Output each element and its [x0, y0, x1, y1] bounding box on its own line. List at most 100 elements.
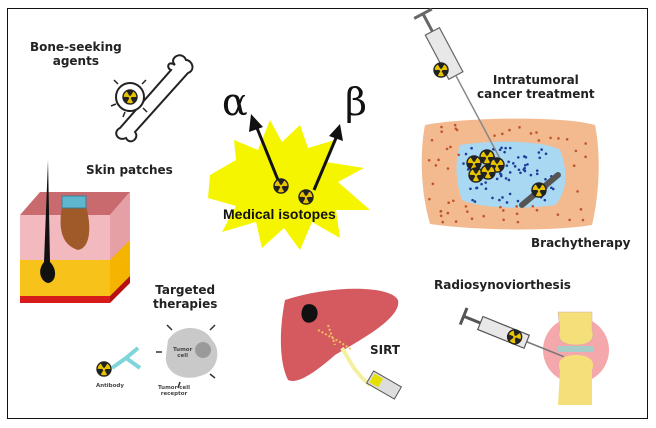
cell-dot [439, 210, 443, 213]
cell-dot [531, 204, 535, 208]
cell-dot [440, 125, 443, 129]
cell-dot [439, 214, 443, 218]
label-line: cell [177, 353, 189, 359]
cell-dot [437, 158, 440, 162]
cell-dot [516, 220, 520, 224]
cell-dot [452, 199, 455, 203]
cell-dot [504, 146, 507, 150]
cell-dot [517, 168, 521, 172]
label-antibody: Antibody [96, 383, 124, 389]
cell-dot [515, 205, 518, 208]
cell-dot [440, 130, 443, 134]
cell-dot [466, 210, 469, 213]
cell-dot [499, 205, 502, 209]
cell-dot [462, 162, 465, 165]
cell-dot [469, 187, 472, 191]
syringe-icon [458, 307, 565, 358]
cell-dot [447, 201, 450, 205]
cell-dot [482, 214, 486, 218]
cell-dot [491, 196, 494, 200]
cell-dot [522, 168, 526, 171]
cell-dot [537, 139, 541, 142]
cell-dot [516, 156, 520, 159]
cell-dot [471, 198, 474, 202]
cell-dot [454, 220, 458, 223]
cell-dot [493, 134, 496, 137]
cell-dot [516, 199, 520, 203]
cell-dot [449, 145, 452, 149]
cell-dot [501, 209, 505, 212]
label-line: cancer treatment [477, 87, 595, 101]
cell-dot [538, 156, 542, 160]
cell-dot [513, 165, 517, 168]
cell-dot [550, 186, 553, 190]
cell-dot [475, 186, 479, 190]
label-line: receptor [160, 391, 188, 397]
cell-dot [540, 148, 543, 151]
cell-dot [507, 178, 511, 182]
cell-dot [484, 181, 487, 184]
label-sirt: SIRT [370, 343, 400, 357]
cell-dot [508, 171, 512, 174]
cell-dot [434, 164, 438, 167]
label-line: agents [52, 54, 99, 68]
cell-dot [470, 146, 473, 150]
label-line: Bone-seeking [30, 40, 122, 54]
cell-dot [584, 155, 587, 159]
cell-dot [499, 172, 502, 175]
label-brachytherapy: Brachytherapy [531, 236, 631, 250]
radioactive-particle-icon [110, 79, 148, 118]
cell-dot [574, 149, 578, 153]
isotope-burst [208, 120, 370, 250]
cell-dot [484, 187, 488, 190]
cell-dot [581, 218, 585, 222]
cell-dot [495, 177, 499, 181]
cell-dot [508, 146, 512, 150]
cell-dot [565, 137, 569, 141]
cell-dot [543, 198, 547, 202]
cell-dot [551, 187, 555, 191]
cell-dot [446, 211, 450, 215]
label-skin-patches: Skin patches [86, 163, 173, 177]
cell-dot [503, 150, 506, 154]
cell-dot [529, 173, 533, 177]
cell-dot [504, 177, 508, 180]
cell-dot [568, 218, 571, 222]
cell-dot [535, 169, 539, 172]
label-line: Tumor [173, 347, 193, 353]
cell-dot [535, 131, 538, 134]
cell-dot [556, 213, 560, 216]
cell-dot [512, 162, 515, 165]
cell-dot [508, 192, 512, 196]
cell-dot [473, 200, 477, 203]
cell-dot [499, 174, 503, 178]
cell-dot [470, 217, 474, 221]
label-intratumoral: Intratumoral cancer treatment [477, 73, 595, 101]
tumor-cell-icon [156, 324, 218, 389]
cell-dot [498, 198, 501, 202]
label-bone-seeking: Bone-seeking agents [30, 40, 122, 68]
cell-dot [518, 126, 521, 129]
cell-dot [464, 152, 468, 156]
cell-dot [576, 190, 579, 193]
intratumoral-syringe-icon [413, 7, 504, 165]
label-line: Tumor cell [158, 385, 190, 391]
cell-dot [430, 138, 434, 142]
cell-dot [501, 196, 504, 199]
cell-dot [544, 152, 548, 156]
tissue-region [421, 118, 599, 230]
skin-block [20, 160, 130, 303]
cell-dot [466, 168, 470, 171]
alpha-arrow [249, 114, 280, 181]
label-radiosynoviorthesis: Radiosynoviorthesis [434, 278, 571, 292]
cell-dot [507, 160, 510, 164]
cell-dot [505, 201, 509, 204]
alpha-symbol: α [222, 80, 248, 124]
cell-dot [584, 142, 587, 145]
bone-icon [115, 54, 194, 143]
cell-dot [529, 132, 533, 135]
brachytherapy-seed-icon [519, 172, 561, 208]
cell-dot [508, 128, 511, 132]
cell-dot [505, 164, 509, 167]
